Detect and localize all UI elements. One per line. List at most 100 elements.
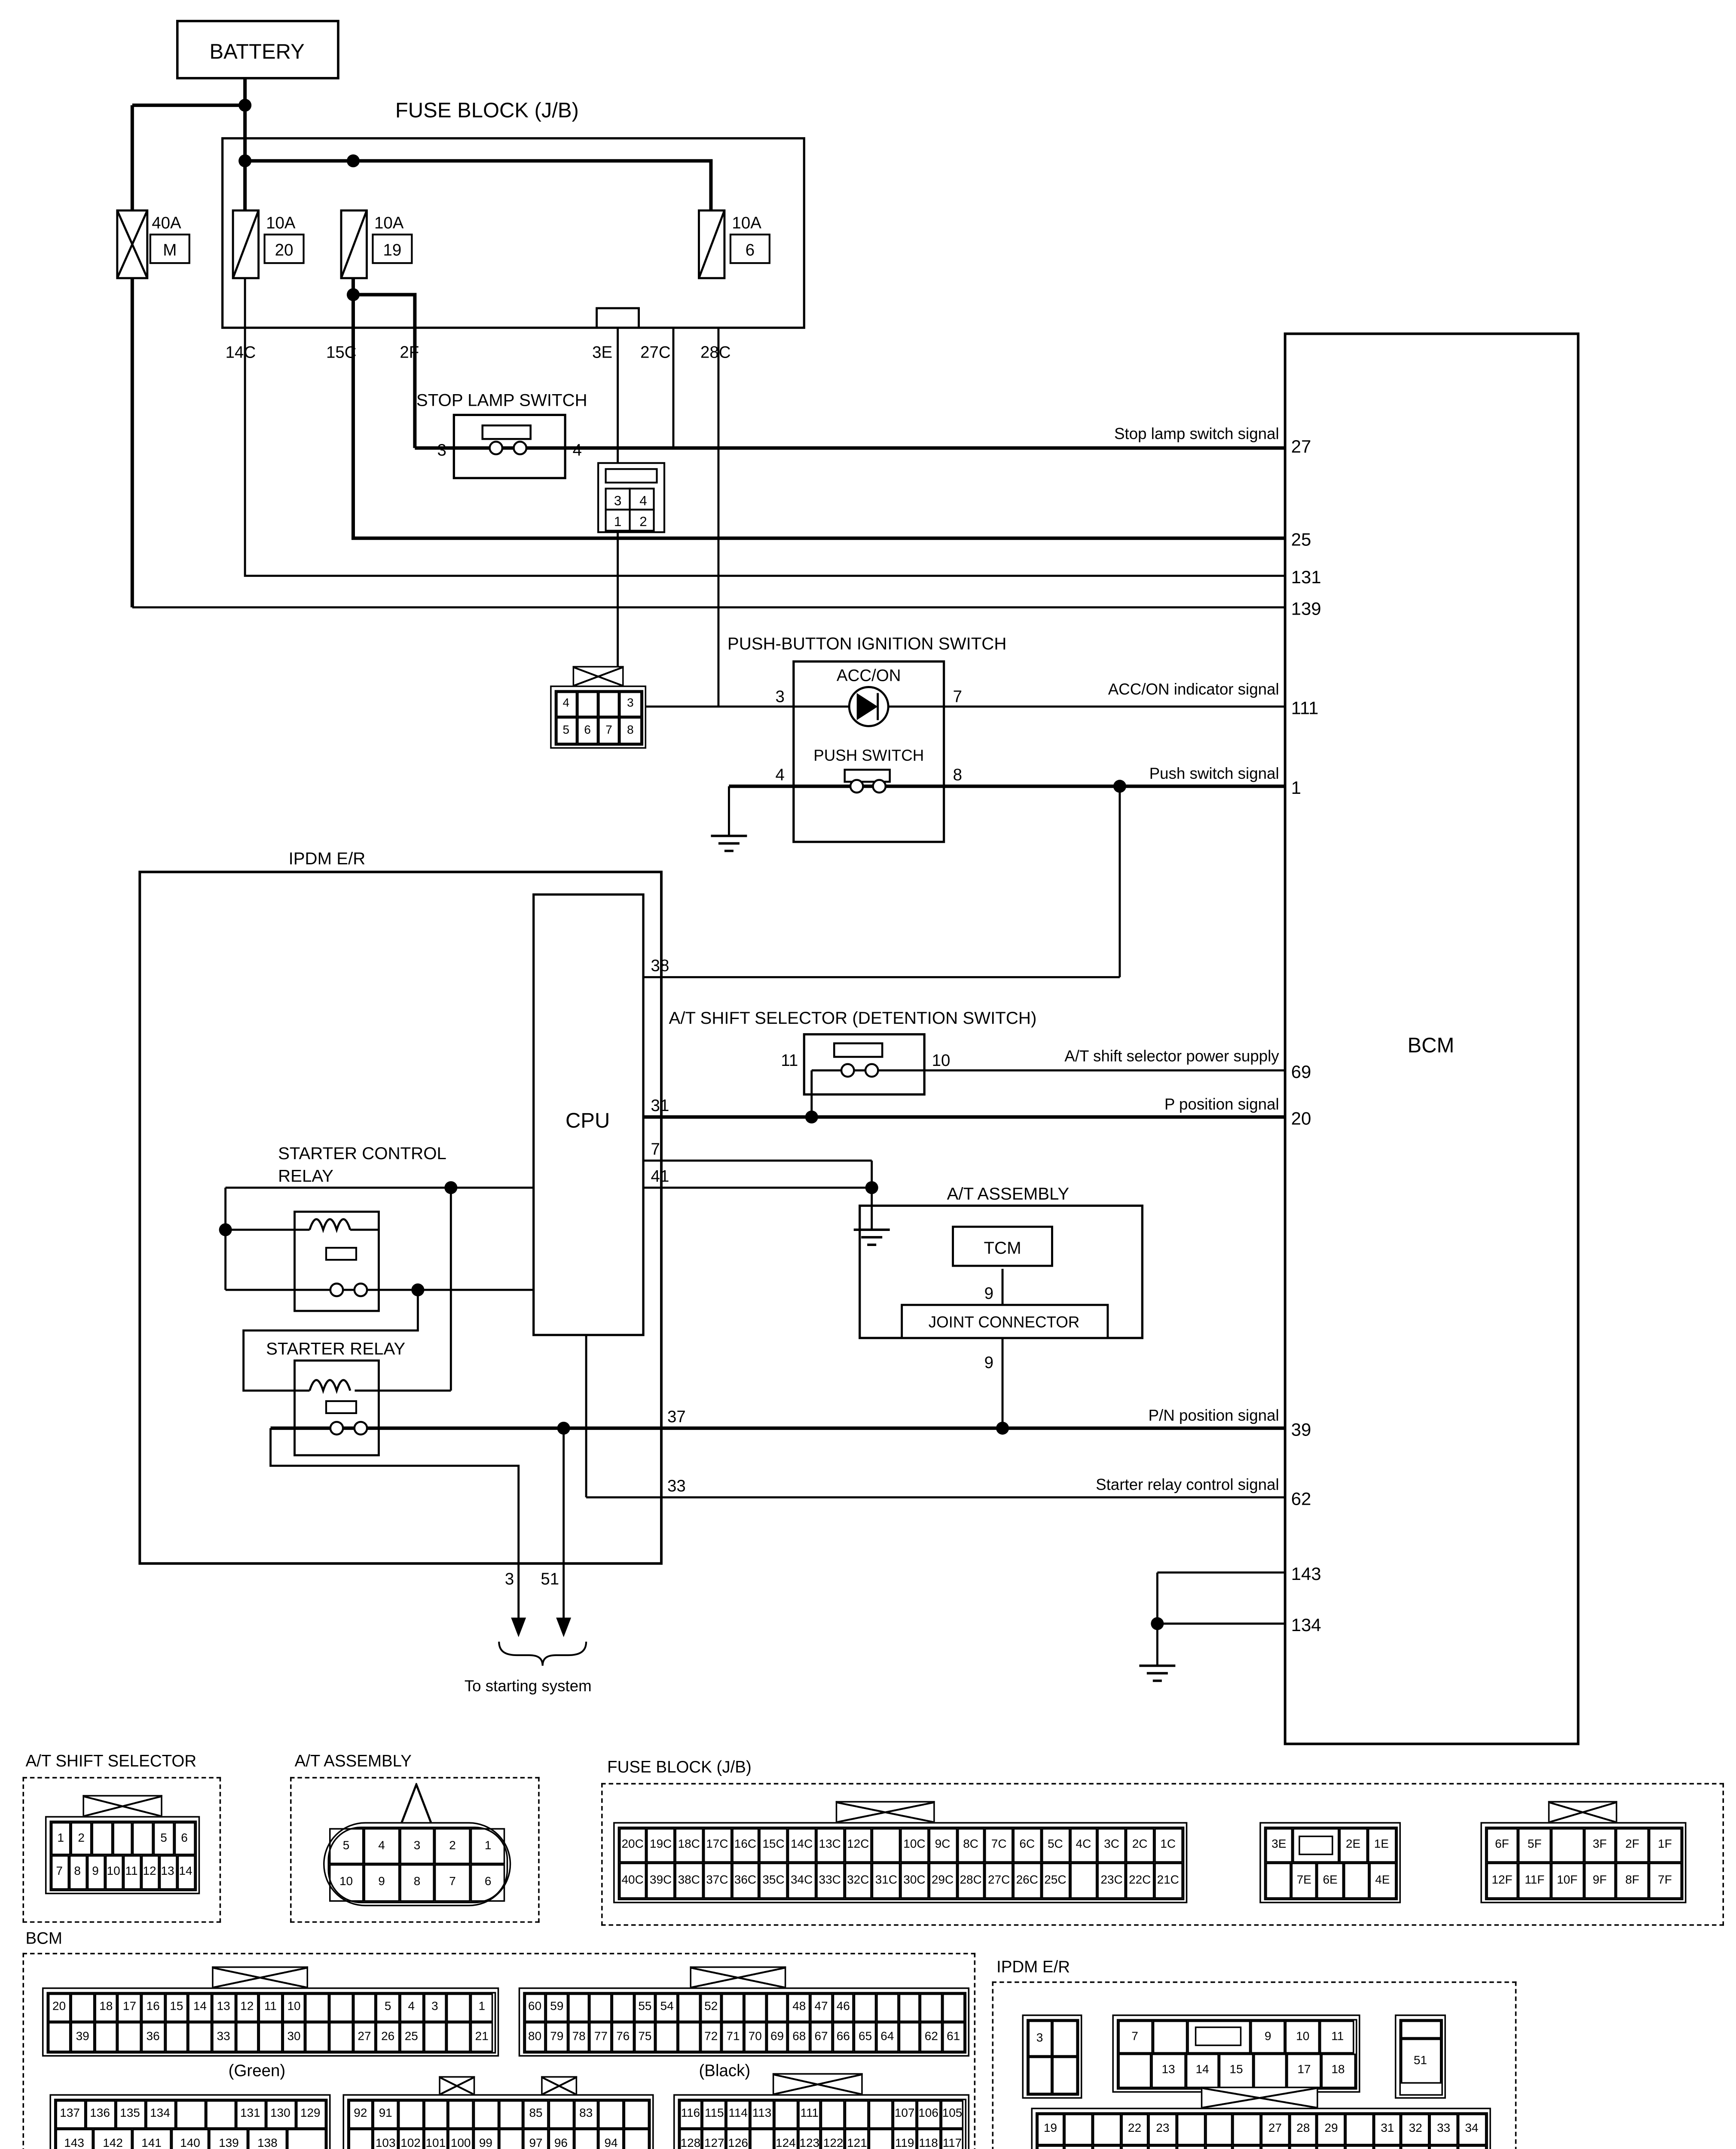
connector-cell: 1C [1154,1827,1183,1863]
connector-cell: 130 [265,2099,296,2129]
connector-cell [766,1993,789,2022]
connector-cell: 14 [188,1993,212,2022]
connector-cell: 35C [759,1862,788,1898]
connector-cell: 25C [1041,1862,1070,1898]
brace [498,1641,587,1666]
connector-cell: 127 [702,2128,726,2149]
connector-cell: 31C [872,1862,901,1898]
connector-cell: 27 [352,2022,376,2051]
connector-cell [423,2099,449,2129]
connector-cell: 105 [940,2099,964,2129]
cpu-pin-7: 7 [651,1140,660,1158]
fuse-20-label: 20 [275,241,293,260]
bcm-dash-box [22,1953,976,2149]
connector-cell: 14C [787,1827,816,1863]
cpu-box [532,893,645,1336]
connector-cell [70,1993,95,2022]
connector-cell: 7C [984,1827,1013,1863]
fuse-block-title: FUSE BLOCK (J/B) [395,99,579,122]
ipdm-section-label: IPDM E/R [996,1959,1070,1977]
connector-cell [1265,1862,1291,1898]
connector-cell [1149,2145,1177,2149]
connector-cell [287,2128,326,2149]
fuse-10a-label-3: 10A [732,214,761,233]
fuse-block-dash-box [601,1783,1724,1926]
connector-cell: 36C [731,1862,760,1898]
connector-cell: 3 [619,691,641,717]
connector-cell: 59 [546,1993,568,2022]
connector-cell [235,2022,259,2051]
connector-cell: 6C [1013,1827,1042,1863]
connector-cell: 143 [55,2128,94,2149]
connector-cell: 51 [1400,2038,1441,2083]
fuse-6-label: 6 [746,241,755,260]
connector-cell: 35 [1036,2145,1065,2149]
connector-cell [1152,2020,1187,2054]
connector-cell: 13 [211,1993,235,2022]
connector-cell: 79 [546,2022,568,2051]
at-assembly-title: A/T ASSEMBLY [947,1184,1070,1203]
green-label: (Green) [228,2062,286,2081]
connector-cell: 10 [282,1993,306,2022]
at-assembly [859,1204,1143,1339]
connector-cell: 99 [473,2128,498,2149]
stop-pin-3: 3 [437,441,446,459]
black1-label: (Black) [699,2062,751,2081]
connector-cell: 67 [810,2022,832,2051]
connector-cell: 26 [376,2022,400,2051]
bcm-pin-131: 131 [1291,567,1321,587]
connector-cell: 135 [115,2099,145,2129]
fuse-block-section-label: FUSE BLOCK (J/B) [607,1759,752,1777]
connector-cell: 10 [1285,2020,1320,2054]
signal-wires [132,278,1285,1666]
bcm-pin-139: 139 [1291,599,1321,619]
connector-cell: 9F [1583,1862,1616,1898]
connector-cell: 69 [766,2022,789,2051]
connector-cell: 1 [50,1821,71,1855]
connector-cell: 77 [590,2022,612,2051]
connector-cell: 2E [1339,1827,1367,1863]
battery-label: BATTERY [209,40,304,63]
connector-cell: 15 [1219,2053,1253,2088]
connector-cell: 30 [282,2022,306,2051]
connector-cell [678,2022,700,2051]
fusible-link-40a [116,209,149,279]
at-shift-selector-section-label: A/T SHIFT SELECTOR [25,1753,197,1771]
connector-cell [498,2099,523,2129]
tap-3e: 3E [592,343,612,361]
connector-cell: 70 [744,2022,766,2051]
connector-cell: 71 [722,2022,744,2051]
connector-cell: 8 [68,1855,87,1889]
connector-cell: 18C [675,1827,703,1863]
connector-cell [398,2099,423,2129]
connector-cell: 8 [399,1864,435,1901]
connector-cell: 9 [86,1855,105,1889]
connector-cell [573,2128,599,2149]
schematic-canvas: BATTERY FUSE BLOCK (J/B) 40A M 10A 20 10… [116,20,1580,1745]
connector-cell [722,1993,744,2022]
connector-cell: 5 [555,717,577,744]
connector-cell: 142 [93,2128,132,2149]
connector-cell [598,691,620,717]
ign-pin-7: 7 [953,687,962,706]
connector-cell: 5C [1041,1827,1070,1863]
connector-cell: 39 [70,2022,95,2051]
connector-cell [1293,1827,1339,1863]
connector-cell: 65 [854,2022,877,2051]
mini-cell-2: 2 [639,514,647,529]
stop-pin-4: 4 [573,441,582,459]
connector-cell: 68 [788,2022,810,2051]
connector-cell: 2C [1125,1827,1154,1863]
ipdm-pin-3: 3 [505,1570,514,1589]
connector-cell: 34 [1458,2113,1486,2146]
connector-cell: 138 [248,2128,287,2149]
ignition-title: PUSH-BUTTON IGNITION SWITCH [727,634,1006,653]
ground-symbol [711,834,1176,1682]
connector-cell [165,2022,189,2051]
connector-cell: 47 [810,1993,832,2022]
connector-cell [612,1993,634,2022]
connector-cell [869,2099,893,2129]
